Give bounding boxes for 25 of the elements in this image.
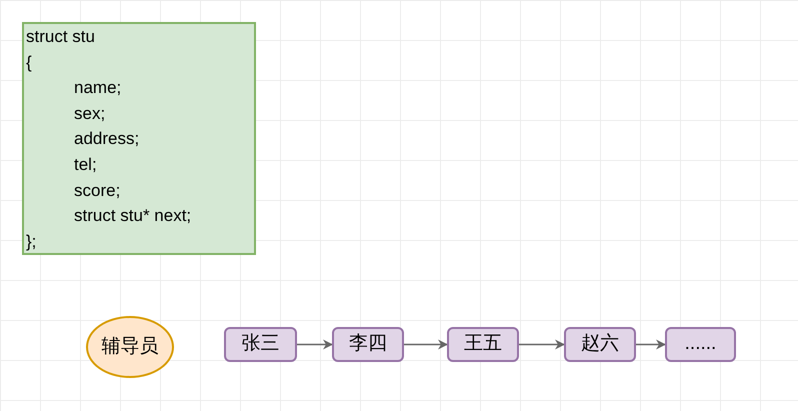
code-box [22, 22, 256, 255]
node-label: 张三 [242, 332, 280, 356]
list-node-box [665, 327, 736, 362]
arrow [636, 340, 666, 350]
code-line: struct stu [26, 26, 95, 48]
list-node-box [332, 327, 404, 362]
node-label: 王五 [464, 332, 502, 356]
list-node-box [564, 327, 636, 362]
code-line: }; [26, 230, 36, 253]
node-label: ...... [684, 332, 716, 356]
list-node-box [447, 327, 519, 362]
node-label: 赵六 [581, 332, 619, 356]
code-line: sex; [74, 102, 106, 125]
code-line: { [26, 52, 32, 74]
code-line: score; [74, 180, 120, 202]
code-line: address; [74, 128, 140, 150]
arrow [519, 340, 565, 350]
code-line: name; [74, 77, 122, 100]
code-line: tel; [74, 154, 97, 176]
code-line: struct stu* next; [74, 205, 192, 228]
node-label: 李四 [349, 332, 387, 356]
arrow [404, 340, 448, 350]
arrow [297, 340, 333, 350]
node-label: 辅导员 [102, 334, 158, 359]
list-node-box [224, 327, 297, 362]
